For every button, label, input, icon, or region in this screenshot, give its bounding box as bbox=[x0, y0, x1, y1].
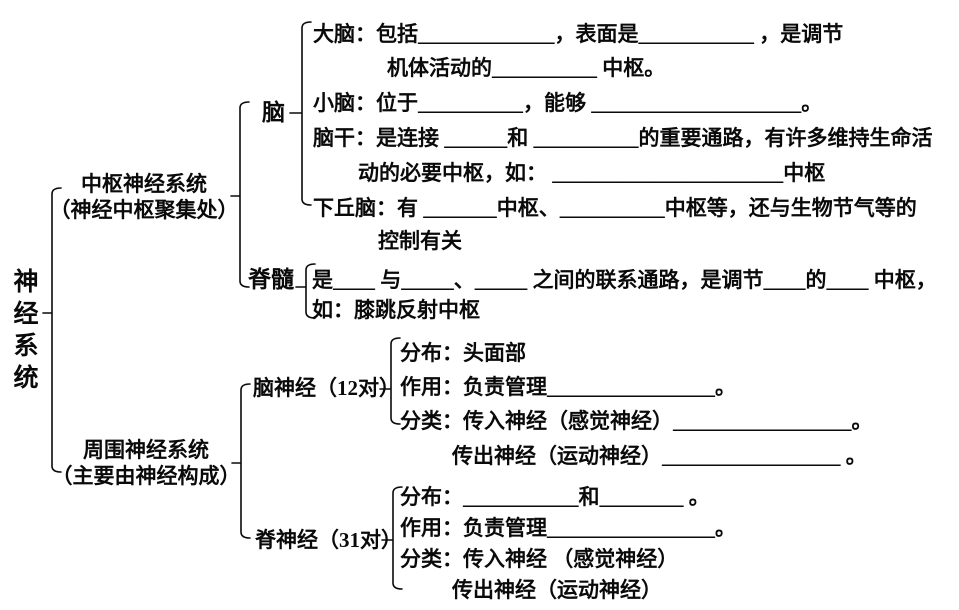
brace-peripheral bbox=[231, 383, 251, 539]
brainstem-line-1: 脑干：是连接 ______和 __________的重要通路，有许多维持生命活 bbox=[313, 126, 933, 150]
cranial-distribution-line: 分布：头面部 bbox=[400, 341, 526, 365]
brace-brain bbox=[289, 21, 312, 206]
cranial-nerves-label: 脑神经（12对） bbox=[253, 376, 400, 400]
cerebrum-line-1: 大脑：包括_____________，表面是___________ ，是调节 bbox=[313, 22, 844, 46]
cranial-function-line: 作用：负责管理________________。 bbox=[400, 375, 736, 399]
spinal-cord-line-1: 是____ 与_____、_____ 之间的联系通路，是调节____的____ … bbox=[312, 268, 937, 292]
brain-label: 脑 bbox=[262, 100, 285, 125]
spinal-nerves-label: 脊神经（31对） bbox=[255, 528, 402, 552]
cerebrum-line-2: 机体活动的__________ 中枢。 bbox=[387, 56, 666, 80]
spinal-nerve-classification-line-1: 分类：传入神经 （感觉神经） bbox=[400, 547, 679, 571]
spinal-nerve-classification-line-2: 传出神经（运动神经） bbox=[452, 578, 662, 602]
brace-root bbox=[42, 187, 62, 473]
peripheral-nervous-system-title: 周围神经系统 bbox=[83, 438, 209, 462]
cranial-classification-line-2: 传出神经（运动神经）_________________ 。 bbox=[452, 444, 867, 468]
cranial-classification-line-1: 分类：传入神经（感觉神经）_________________。 bbox=[400, 409, 873, 433]
spinal-nerve-function-line: 作用：负责管理________________。 bbox=[400, 516, 736, 540]
central-nervous-system-title: 中枢神经系统 bbox=[81, 172, 207, 196]
hypothalamus-line-2: 控制有关 bbox=[378, 229, 462, 253]
brace-central bbox=[230, 101, 250, 288]
hypothalamus-line-1: 下丘脑：有 _______中枢、__________中枢等，还与生物节气等的 bbox=[313, 196, 917, 220]
root-label: 神经系统 bbox=[10, 268, 37, 396]
spinal-cord-label: 脊髓 bbox=[248, 267, 294, 292]
brainstem-line-2: 动的必要中枢，如： ______________________中枢 bbox=[358, 161, 826, 185]
brace-spinal-nerve bbox=[381, 486, 403, 590]
peripheral-nervous-system-subtitle: （主要由神经构成） bbox=[51, 464, 241, 488]
brace-cranial bbox=[379, 337, 401, 425]
spinal-nerve-distribution-line: 分布：___________和________ 。 bbox=[400, 485, 710, 509]
spinal-cord-line-2: 如：膝跳反射中枢 bbox=[312, 298, 480, 322]
central-nervous-system-subtitle: （神经中枢聚集处） bbox=[49, 198, 239, 222]
cerebellum-line: 小脑：位于__________，能够 ____________________。 bbox=[313, 91, 823, 115]
brace-spinal-cord bbox=[295, 263, 316, 319]
